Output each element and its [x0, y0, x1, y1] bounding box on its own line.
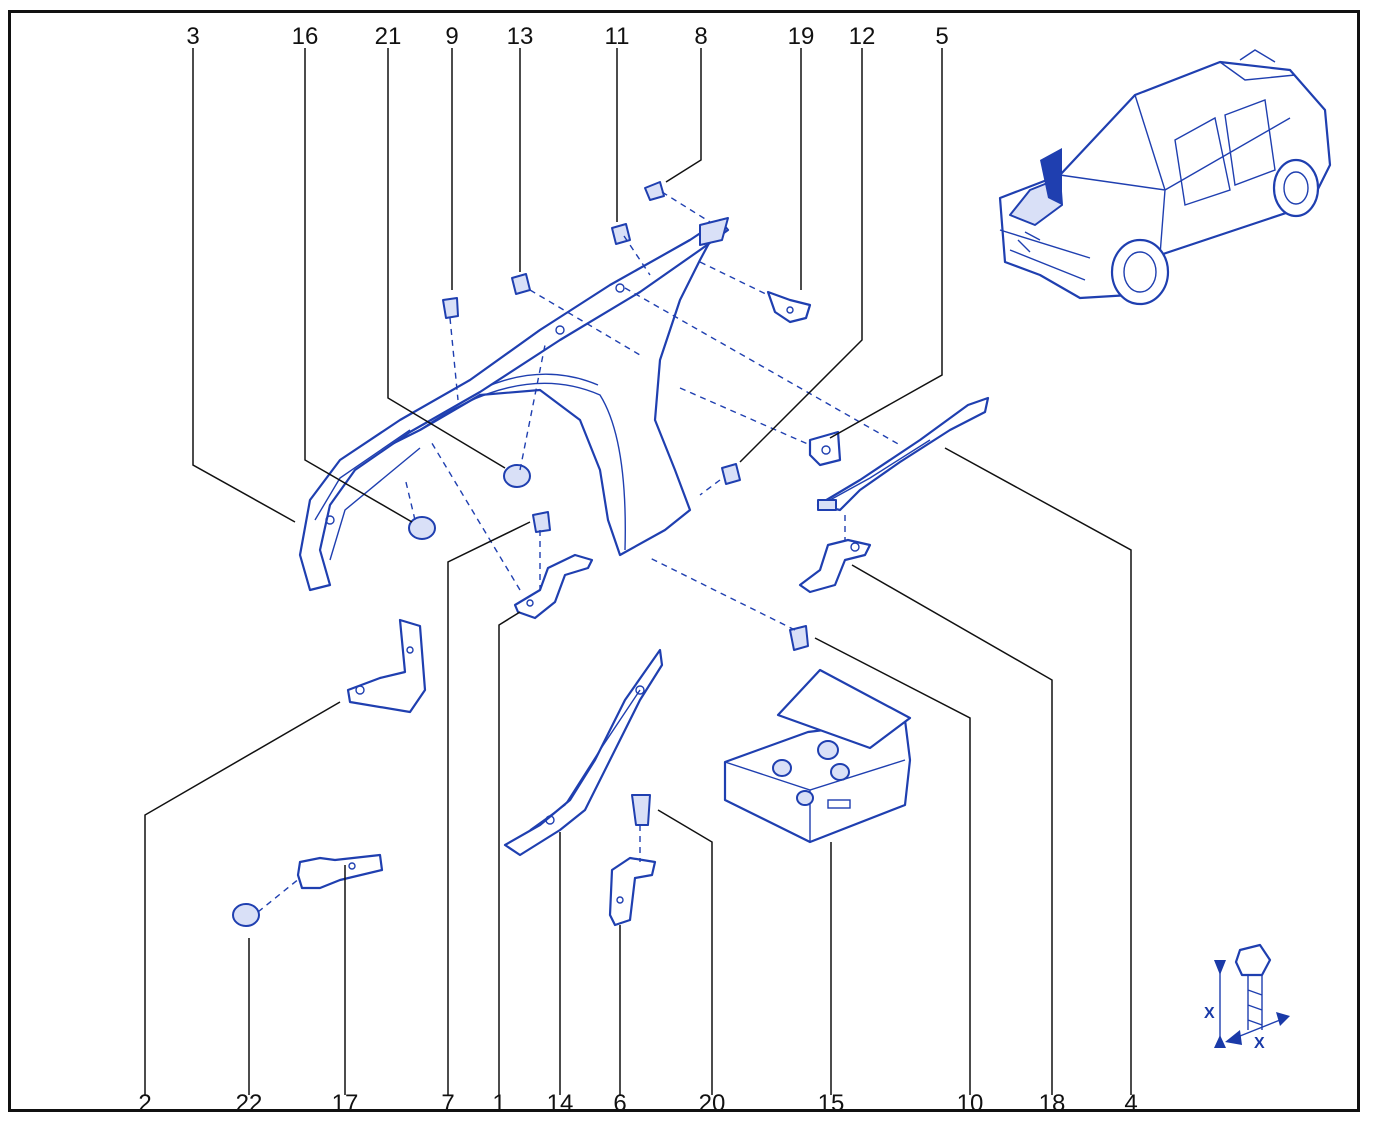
callout-15: 15	[818, 1090, 845, 1117]
callout-22: 22	[236, 1090, 263, 1117]
callout-16: 16	[292, 23, 319, 50]
callout-14: 14	[547, 1090, 574, 1117]
bracket-5	[808, 430, 842, 467]
callout-6: 6	[613, 1090, 626, 1117]
torque-label-a: X	[1204, 1005, 1215, 1022]
bracket-17	[296, 853, 384, 890]
callout-9: 9	[445, 23, 458, 50]
callout-labels: 3 16 21 9 13 11 8 19 12 5 2 22 17 7 1 14…	[138, 23, 1137, 1117]
callout-1: 1	[492, 1090, 505, 1117]
torque-label-b: X	[1254, 1035, 1265, 1052]
callout-2: 2	[138, 1090, 151, 1117]
bracket-14	[503, 648, 664, 857]
bracket-6	[608, 856, 657, 927]
callout-13: 13	[507, 23, 534, 50]
callout-5: 5	[935, 23, 948, 50]
callout-12: 12	[849, 23, 876, 50]
reference-car-illustration	[998, 49, 1332, 306]
callout-7: 7	[441, 1090, 454, 1117]
callout-18: 18	[1039, 1090, 1066, 1117]
bracket-18	[798, 538, 872, 594]
bracket-1	[513, 553, 594, 620]
callout-17: 17	[332, 1090, 359, 1117]
callout-4: 4	[1124, 1090, 1137, 1117]
bracket-19	[766, 290, 812, 324]
callout-11: 11	[605, 23, 630, 50]
callout-19: 19	[788, 23, 815, 50]
callout-10: 10	[957, 1090, 984, 1117]
assembly-dashed-lines	[257, 191, 901, 913]
upper-fender-rail	[298, 217, 730, 592]
callout-3: 3	[186, 23, 199, 50]
inner-wheel-arch-panel	[816, 396, 990, 512]
parts-kit-box	[723, 668, 912, 844]
callout-21: 21	[375, 23, 402, 50]
torque-spec-symbol: X X	[1204, 943, 1290, 1052]
callout-20: 20	[699, 1090, 726, 1117]
callout-8: 8	[694, 23, 707, 50]
bracket-2	[346, 618, 427, 714]
leader-lines	[144, 48, 1132, 1095]
